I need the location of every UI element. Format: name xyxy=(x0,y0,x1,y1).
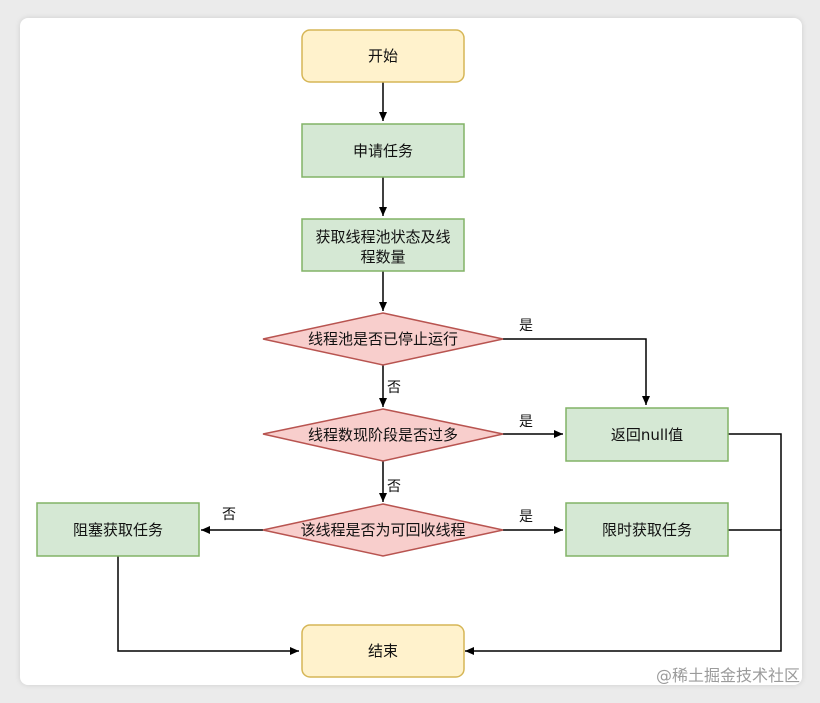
node-timed-get-label: 限时获取任务 xyxy=(602,521,692,539)
edge-timed-to-end xyxy=(465,529,782,655)
decision-too-many-label: 线程数现阶段是否过多 xyxy=(308,426,458,444)
node-get-state-line2: 程数量 xyxy=(360,248,405,266)
edge-returnnull-to-merge xyxy=(728,433,782,530)
watermark: @稀土掘金技术社区 xyxy=(655,666,800,685)
node-blocking-get-label: 阻塞获取任务 xyxy=(73,521,163,539)
node-end: 结束 xyxy=(301,624,465,678)
node-blocking-get: 阻塞获取任务 xyxy=(36,502,200,557)
node-return-null: 返回null值 xyxy=(565,407,729,462)
decision-can-recycle: 该线程是否为可回收线程 xyxy=(262,503,504,557)
decision-too-many: 线程数现阶段是否过多 xyxy=(262,408,504,462)
label-stopped-no: 否 xyxy=(387,380,401,396)
node-start: 开始 xyxy=(301,29,465,83)
node-start-label: 开始 xyxy=(368,47,398,65)
label-toomany-no: 否 xyxy=(387,479,401,495)
node-apply-task: 申请任务 xyxy=(301,123,465,178)
edge-stopped-yes xyxy=(503,338,650,405)
label-recycle-no: 否 xyxy=(222,507,236,523)
decision-is-stopped-label: 线程池是否已停止运行 xyxy=(308,330,458,348)
node-return-null-label: 返回null值 xyxy=(611,426,683,444)
edges xyxy=(117,82,782,655)
label-toomany-yes: 是 xyxy=(519,414,533,430)
edge-blocking-to-end xyxy=(117,556,299,655)
node-get-state: 获取线程池状态及线 程数量 xyxy=(301,218,465,272)
node-get-state-line1: 获取线程池状态及线 xyxy=(315,228,450,246)
node-apply-task-label: 申请任务 xyxy=(353,142,413,160)
node-timed-get: 限时获取任务 xyxy=(565,502,729,557)
decision-can-recycle-label: 该线程是否为可回收线程 xyxy=(300,521,465,539)
label-recycle-yes: 是 xyxy=(519,509,533,525)
decision-is-stopped: 线程池是否已停止运行 xyxy=(262,312,504,366)
label-stopped-yes: 是 xyxy=(519,318,533,334)
node-end-label: 结束 xyxy=(368,642,398,660)
